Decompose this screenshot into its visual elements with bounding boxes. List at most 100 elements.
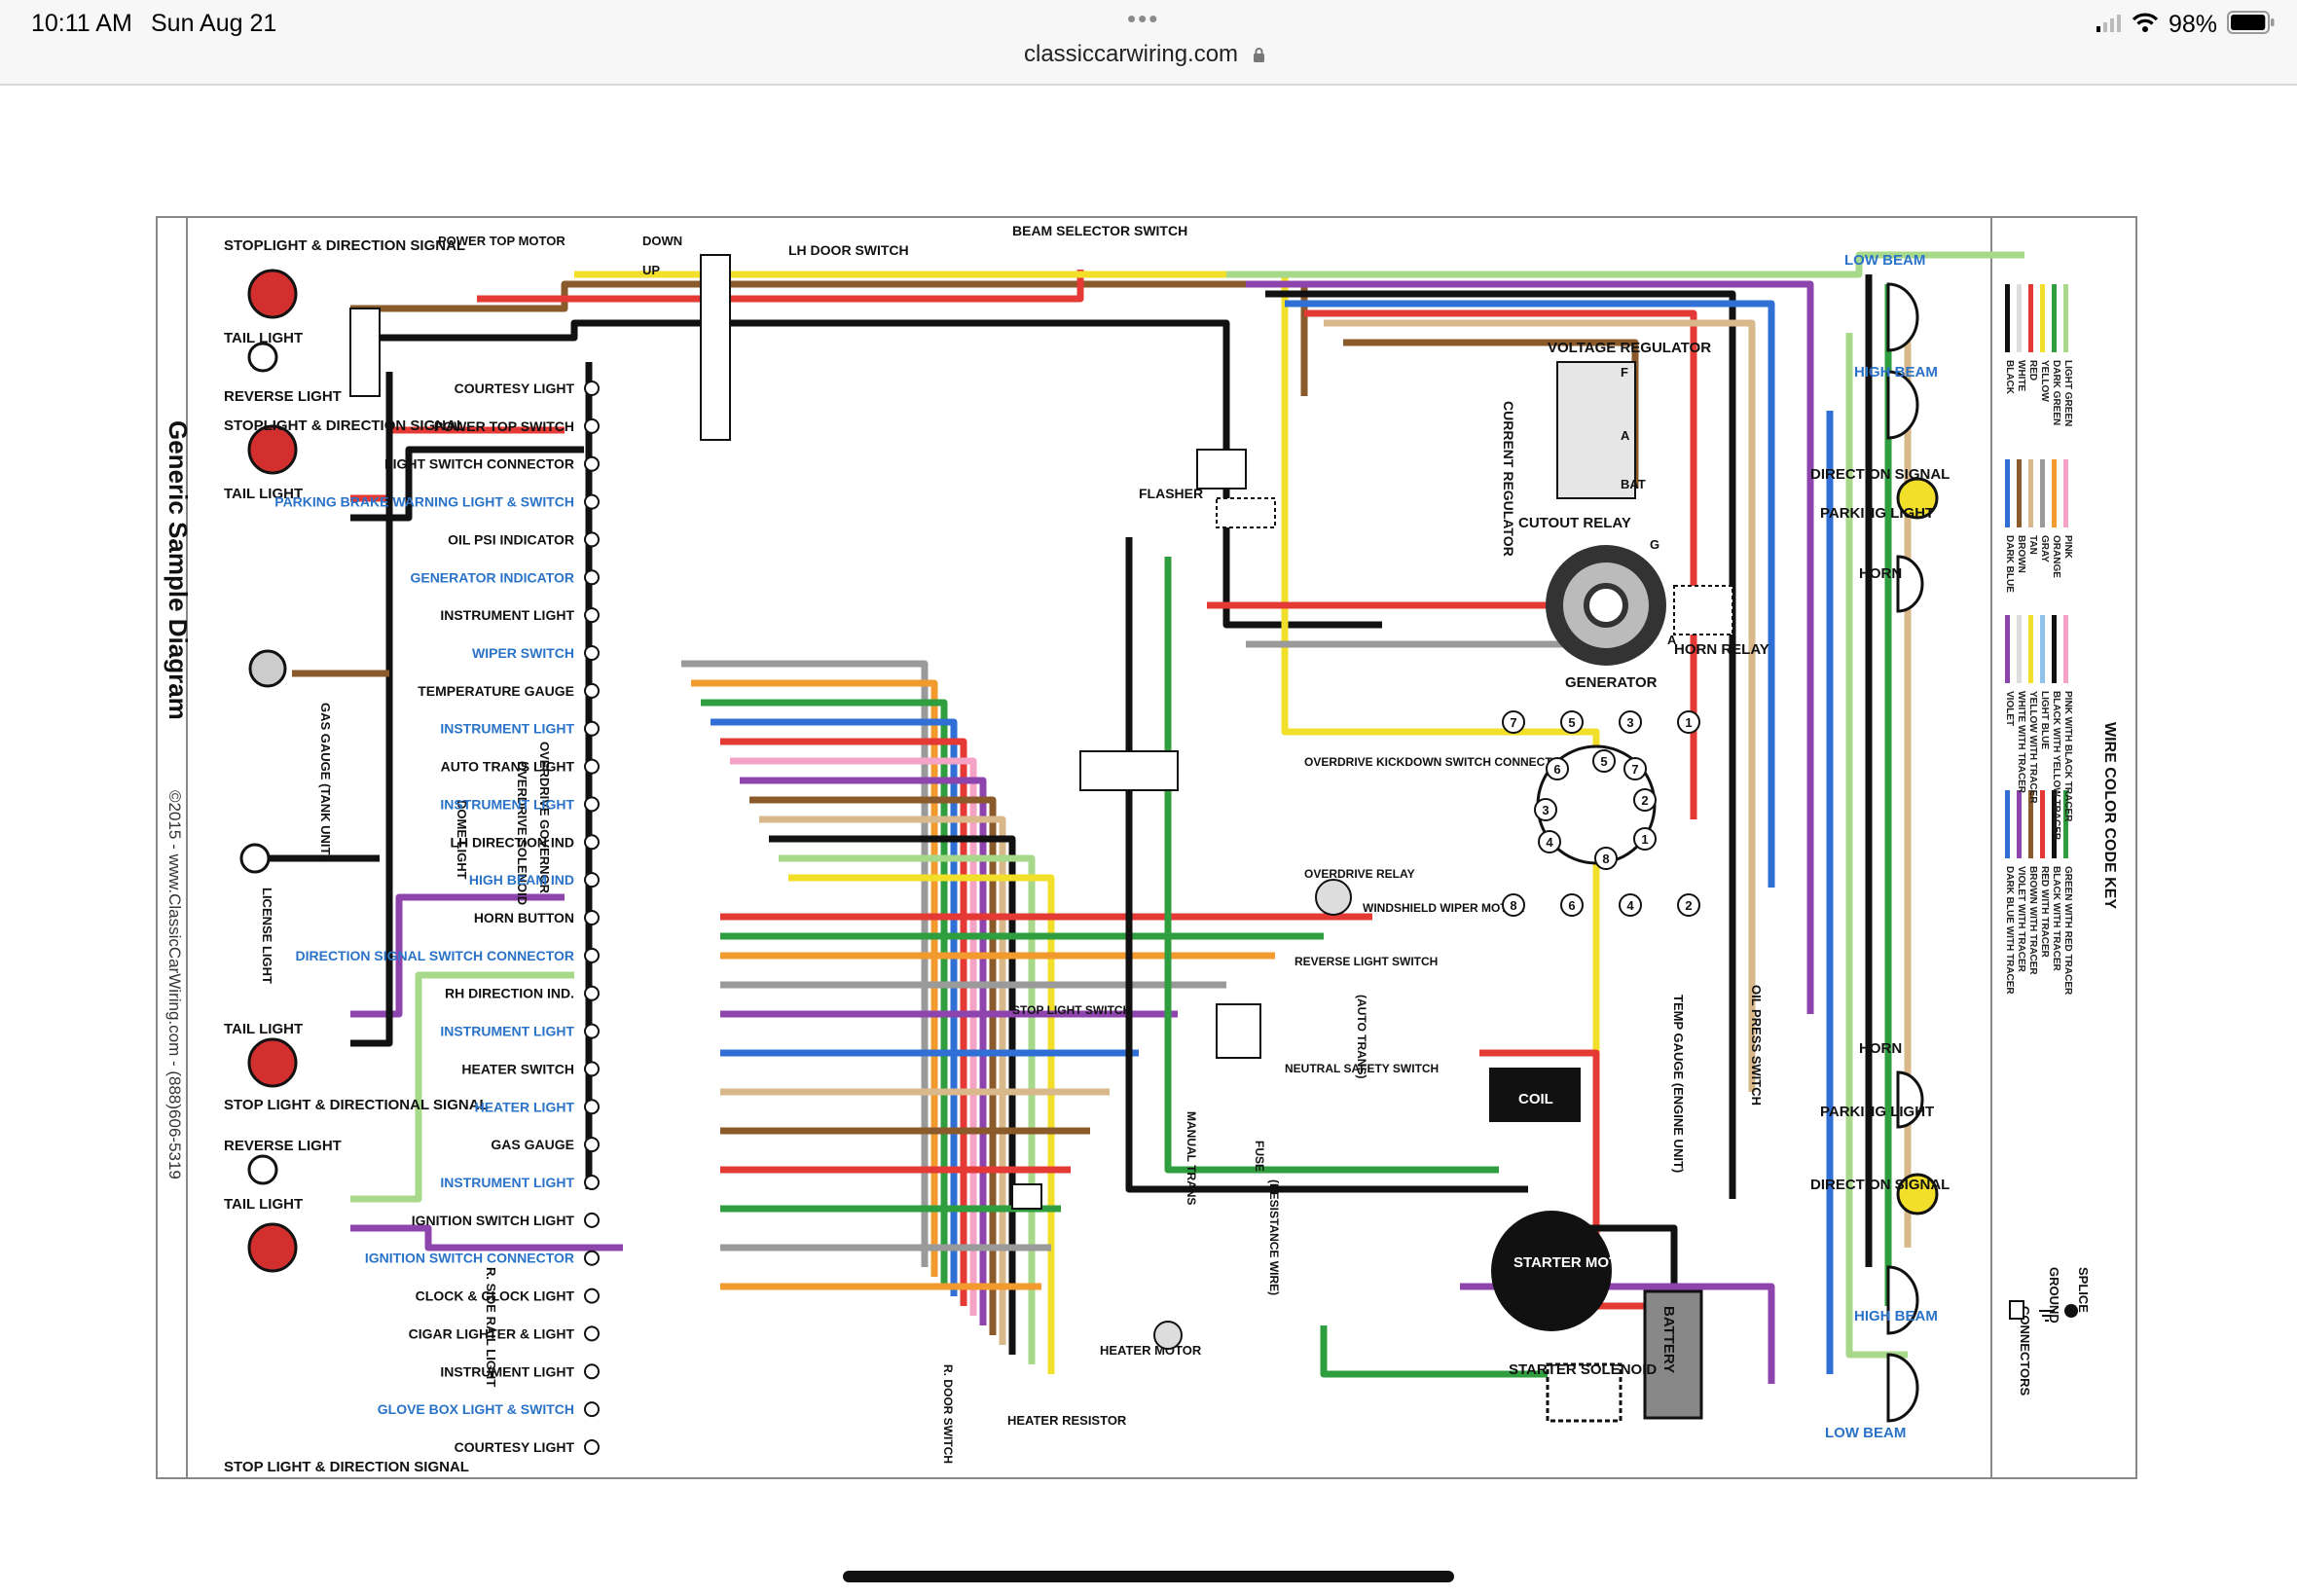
battery-icon bbox=[1643, 1289, 1703, 1420]
dash-label: WIPER SWITCH bbox=[472, 645, 574, 661]
legend-swatch bbox=[2063, 284, 2068, 352]
legend-color-name: VIOLET WITH TRACER bbox=[2016, 866, 2026, 973]
legend-color-name: BLACK bbox=[2004, 360, 2015, 395]
license-light-icon bbox=[239, 843, 271, 874]
legend-color-name: BROWN WITH TRACER bbox=[2027, 866, 2038, 975]
legend-color-name: ORANGE bbox=[2051, 535, 2061, 578]
legend-swatch bbox=[2028, 284, 2033, 352]
legend-color-name: YELLOW bbox=[2039, 360, 2050, 402]
label-oil-press-switch: OIL PRESS SWITCH bbox=[1749, 985, 1764, 1106]
dash-terminal bbox=[584, 1439, 600, 1455]
legend-swatch bbox=[2017, 284, 2022, 352]
legend-swatch bbox=[2040, 615, 2045, 683]
home-indicator[interactable] bbox=[843, 1571, 1454, 1582]
label-low-beam-top: LOW BEAM bbox=[1844, 252, 1925, 269]
label-heater-motor: HEATER MOTOR bbox=[1100, 1343, 1202, 1358]
legend-swatch bbox=[2052, 790, 2057, 858]
distributor-terminal-number: 7 bbox=[1631, 762, 1638, 777]
distributor-terminal-number: 4 bbox=[1626, 898, 1634, 913]
dash-terminal bbox=[584, 1023, 600, 1039]
label-r-door-switch: R. DOOR SWITCH bbox=[941, 1364, 955, 1464]
label-flasher: FLASHER bbox=[1139, 486, 1203, 501]
distributor-terminal bbox=[1619, 893, 1642, 917]
dash-terminal bbox=[584, 1175, 600, 1190]
dash-label: PARKING BRAKE WARNING LIGHT & SWITCH bbox=[274, 494, 574, 510]
dash-label: GLOVE BOX LIGHT & SWITCH bbox=[378, 1401, 574, 1417]
wire-harness bbox=[263, 251, 2024, 1384]
dash-terminal bbox=[584, 910, 600, 925]
dash-label: CLOCK & CLOCK LIGHT bbox=[416, 1288, 575, 1304]
label-auto-trans: (AUTO TRANS) bbox=[1355, 995, 1368, 1078]
flasher-icon bbox=[1216, 497, 1276, 528]
label-starter-solenoid: STARTER SOLENOID bbox=[1509, 1361, 1657, 1378]
legend-color-name: VIOLET bbox=[2004, 691, 2015, 726]
label-down: DOWN bbox=[642, 234, 682, 248]
high-beam-headlight-icon bbox=[1886, 1265, 1919, 1335]
generator-icon bbox=[1546, 545, 1666, 666]
status-right: 98% bbox=[2096, 10, 2276, 39]
dash-label: INSTRUMENT LIGHT bbox=[440, 1363, 574, 1379]
label-manual-trans: MANUAL TRANS bbox=[1185, 1111, 1198, 1205]
legend-color-name: YELLOW WITH TRACER bbox=[2027, 691, 2038, 804]
label-tail-light-1: TAIL LIGHT bbox=[224, 330, 303, 346]
heater-motor-icon bbox=[1153, 1321, 1183, 1350]
label-lh-door-switch: LH DOOR SWITCH bbox=[788, 242, 909, 258]
dash-terminal bbox=[584, 682, 600, 699]
legend-swatch bbox=[2005, 615, 2010, 683]
legend-color-name: WHITE bbox=[2016, 360, 2026, 392]
legend-color-name: TAN bbox=[2027, 535, 2038, 555]
legend-swatch bbox=[2063, 615, 2068, 683]
distributor-terminal bbox=[1538, 830, 1561, 853]
label-gen-g: G bbox=[1650, 537, 1659, 552]
dash-terminal bbox=[584, 1061, 600, 1077]
reverse-light-icon bbox=[247, 1154, 278, 1185]
dash-terminal bbox=[584, 985, 600, 1001]
label-voltage-regulator: VOLTAGE REGULATOR bbox=[1548, 340, 1711, 356]
label-windshield-wiper-motor: WINDSHIELD WIPER MOTOR bbox=[1363, 901, 1525, 915]
legend-title: WIRE COLOR CODE KEY bbox=[2101, 722, 2118, 909]
distributor-terminal-number: 7 bbox=[1510, 715, 1516, 730]
label-stop-light-switch: STOP LIGHT SWITCH bbox=[1012, 1003, 1131, 1017]
address-bar[interactable]: classiccarwiring.com bbox=[1024, 41, 1265, 70]
dash-terminal bbox=[584, 381, 600, 396]
status-date: Sun Aug 21 bbox=[151, 10, 277, 37]
dash-terminal bbox=[584, 720, 600, 737]
label-generator: GENERATOR bbox=[1565, 674, 1658, 691]
starter-motor-icon bbox=[1491, 1211, 1612, 1331]
legend-swatch bbox=[2052, 284, 2057, 352]
distributor-terminal bbox=[1560, 893, 1584, 917]
distributor-terminal-number: 6 bbox=[1553, 762, 1560, 777]
dash-label: GAS GAUGE bbox=[491, 1137, 574, 1152]
dash-terminal bbox=[584, 1137, 600, 1153]
distributor-terminal-number: 1 bbox=[1685, 715, 1692, 730]
distributor-terminal bbox=[1592, 749, 1616, 773]
label-parking-light-top: PARKING LIGHT bbox=[1820, 505, 1934, 522]
dash-label: IGNITION SWITCH LIGHT bbox=[412, 1213, 575, 1228]
distributor-terminal bbox=[1502, 710, 1525, 734]
label-stop-light-directional: STOP LIGHT & DIRECTIONAL SIGNAL bbox=[224, 1097, 489, 1113]
legend-swatch bbox=[2028, 615, 2033, 683]
dash-label: HEATER LIGHT bbox=[475, 1099, 575, 1114]
dash-label: CIGAR LIGHTER & LIGHT bbox=[409, 1325, 575, 1341]
dash-terminal bbox=[584, 834, 600, 851]
distributor-terminal bbox=[1623, 757, 1647, 780]
dash-terminal bbox=[584, 455, 600, 472]
legend-color-name: BLACK WITH YELLOW TRACER bbox=[2051, 691, 2061, 841]
distributor-terminal-number: 1 bbox=[1641, 832, 1648, 847]
distributor-terminal bbox=[1633, 827, 1657, 851]
low-beam-headlight-icon bbox=[1886, 1353, 1919, 1423]
battery-percent: 98% bbox=[2168, 10, 2217, 38]
dash-label: LIGHT SWITCH CONNECTOR bbox=[384, 456, 574, 472]
distributor-terminal-number: 4 bbox=[1546, 835, 1553, 850]
dash-terminal bbox=[584, 417, 600, 434]
dash-label: COURTESY LIGHT bbox=[455, 381, 575, 396]
multitasking-dots-icon[interactable]: ••• bbox=[1127, 4, 1160, 33]
legend-swatch bbox=[2017, 615, 2022, 683]
rear-lamps bbox=[239, 269, 298, 1273]
connector-blocks bbox=[349, 254, 1261, 1210]
legend-color-name: LIGHT BLUE bbox=[2039, 691, 2050, 749]
legend-swatch bbox=[2063, 459, 2068, 527]
diagram-title: Generic Sample Diagram bbox=[164, 420, 193, 720]
legend-color-name: PINK bbox=[2062, 535, 2073, 560]
